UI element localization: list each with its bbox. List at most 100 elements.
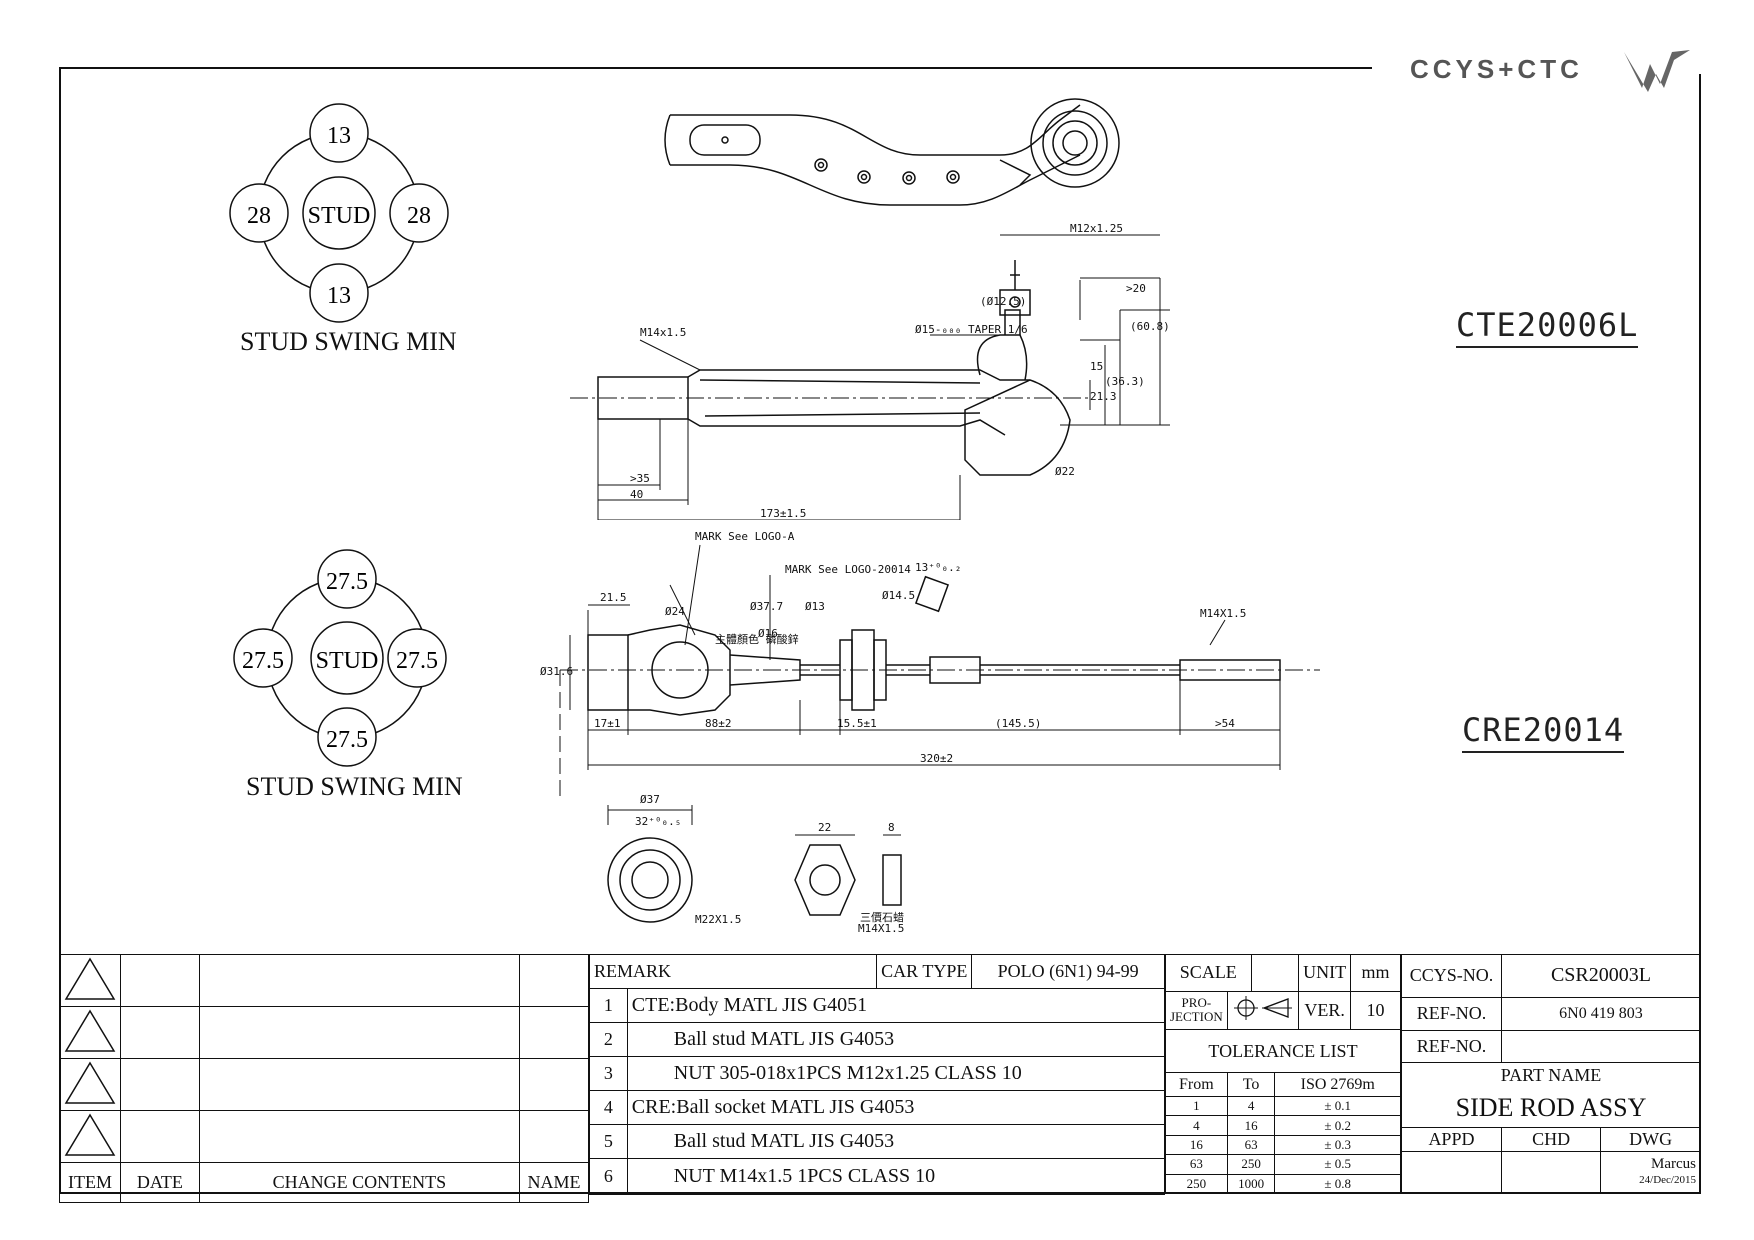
tol-value: ± 0.8 <box>1274 1173 1401 1195</box>
dim-320: 320±2 <box>920 752 953 765</box>
frame-gap <box>1372 60 1712 74</box>
dim-d37: Ø37 <box>640 793 660 806</box>
swing-center-label: STUD <box>308 203 371 229</box>
brand-mark-icon <box>1624 50 1690 92</box>
tol-to: 250 <box>1226 1154 1276 1175</box>
ref-no-label: REF-NO. <box>1401 996 1502 1032</box>
dim-32: 32⁺⁰₀.₅ <box>635 815 681 828</box>
appd-label: APPD <box>1401 1126 1502 1153</box>
revision-triangle <box>59 954 121 1007</box>
tol-to: 1000 <box>1226 1173 1276 1195</box>
tol-to: 16 <box>1226 1115 1276 1136</box>
tol-from: 250 <box>1165 1173 1228 1195</box>
swing-left-value: 27.5 <box>242 648 284 674</box>
dim-15-5: 15.5±1 <box>837 717 877 730</box>
remark-num: 4 <box>589 1090 628 1125</box>
mark-logo-a: MARK See LOGO-A <box>695 530 795 543</box>
stud-swing-label-upper: STUD SWING MIN <box>240 327 457 356</box>
dim-21-5: 21.5 <box>600 591 627 604</box>
swing-top-value: 27.5 <box>326 569 368 595</box>
dim-d14-5: Ø14.5 <box>882 589 915 602</box>
dwg-label: DWG <box>1600 1126 1701 1153</box>
remark-num: 5 <box>589 1124 628 1159</box>
drawer-name: Marcus <box>1651 1156 1696 1173</box>
tol-from: 4 <box>1165 1115 1228 1136</box>
projection-label: PRO- JECTION <box>1165 990 1228 1031</box>
remark-num: 2 <box>589 1022 628 1057</box>
dim-d22: Ø22 <box>1055 465 1075 478</box>
dim-taper: Ø15-₀₀₀ TAPER 1/6 <box>915 323 1028 336</box>
swing-bottom-value: 27.5 <box>326 727 368 753</box>
revision-triangle <box>59 1110 121 1163</box>
remark-text: NUT M14x1.5 1PCS CLASS 10 <box>626 1158 1166 1195</box>
car-type-label: CAR TYPE <box>876 954 973 989</box>
scale-label: SCALE <box>1165 954 1252 992</box>
chd-label: CHD <box>1500 1126 1602 1153</box>
col-name: NAME <box>519 1162 589 1203</box>
tol-value: ± 0.5 <box>1274 1154 1401 1175</box>
swing-center-label: STUD <box>316 648 379 674</box>
unit-value: mm <box>1350 954 1401 992</box>
note-coating-2: 三價石蜡 <box>860 910 904 924</box>
dim-21-3: 21.3 <box>1090 390 1117 403</box>
dim-22: 22 <box>818 821 831 834</box>
drawing-date: 24/Dec/2015 <box>1639 1174 1696 1187</box>
col-date: DATE <box>120 1162 200 1203</box>
ccys-no-value: CSR20003L <box>1500 954 1702 998</box>
unit-label: UNIT <box>1298 954 1352 992</box>
dim-m12: M12x1.25 <box>1070 222 1123 235</box>
dim-d13: Ø13 <box>805 600 825 613</box>
col-change-contents: CHANGE CONTENTS <box>198 1162 521 1203</box>
tol-to: 63 <box>1226 1134 1276 1156</box>
mark-logo-20014: MARK See LOGO-20014 <box>785 563 911 576</box>
revision-triangle <box>59 1058 121 1111</box>
ccys-no-label: CCYS-NO. <box>1401 954 1502 998</box>
remark-text: Ball stud MATL JIS G4053 <box>626 1022 1166 1057</box>
swing-left-value: 28 <box>247 203 271 229</box>
revision-triangle <box>59 1006 121 1059</box>
ref-no-2-label: REF-NO. <box>1401 1030 1502 1063</box>
remark-header: REMARK <box>588 954 878 989</box>
remark-text: CTE:Body MATL JIS G4051 <box>626 988 1166 1023</box>
dim-m14-thread: M14X1.5 <box>1200 607 1246 620</box>
part-code-upper: CTE20006L <box>1456 306 1639 348</box>
remark-num: 1 <box>589 988 628 1023</box>
swing-bottom-value: 13 <box>327 283 351 309</box>
brand-logo: CCYS+CTC <box>1410 54 1583 84</box>
dim-17: 17±1 <box>594 717 621 730</box>
tol-from: 1 <box>1165 1096 1228 1117</box>
dim-d37-7: Ø37.7 <box>750 600 783 613</box>
swing-right-value: 27.5 <box>396 648 438 674</box>
car-type-value: POLO (6N1) 94-99 <box>971 954 1165 989</box>
dim-60-8: (60.8) <box>1130 320 1170 333</box>
col-item: ITEM <box>59 1162 121 1203</box>
third-angle-projection-icon <box>1226 990 1300 1031</box>
remark-text: CRE:Ball socket MATL JIS G4053 <box>626 1090 1166 1125</box>
stud-swing-diagram-upper: 13 28 STUD 28 13 <box>229 103 449 323</box>
ref-no-value: 6N0 419 803 <box>1500 996 1702 1032</box>
dim-15: 15 <box>1090 360 1103 373</box>
tol-to-header: To <box>1226 1072 1276 1098</box>
tol-value: ± 0.1 <box>1274 1096 1401 1117</box>
swing-right-value: 28 <box>407 203 431 229</box>
swing-top-value: 13 <box>327 123 351 149</box>
dim-d24: Ø24 <box>665 605 685 618</box>
dim-8: 8 <box>888 821 895 834</box>
dim-m22: M22X1.5 <box>695 913 741 926</box>
dim-d31-6: Ø31.6 <box>540 665 573 678</box>
tol-to: 4 <box>1226 1096 1276 1117</box>
scale-tolerance-table: SCALE UNIT mm PRO- JECTION VER. 10 TOLER… <box>1165 954 1401 1195</box>
dim-35: >35 <box>630 472 650 485</box>
dim-36-3: (36.3) <box>1105 375 1145 388</box>
tol-from-header: From <box>1165 1072 1228 1098</box>
tie-rod-end-drawing: M12x1.25 (Ø12.5) Ø15-₀₀₀ TAPER 1/6 M14x1… <box>570 98 1170 520</box>
part-name-label: PART NAME <box>1401 1061 1701 1090</box>
remark-num: 3 <box>589 1056 628 1091</box>
dim-d16: Ø16 <box>758 627 778 640</box>
tol-value: ± 0.2 <box>1274 1115 1401 1136</box>
remark-text: NUT 305-018x1PCS M12x1.25 CLASS 10 <box>626 1056 1166 1091</box>
dim-m14: M14x1.5 <box>640 326 686 339</box>
part-name-value: SIDE ROD ASSY <box>1401 1089 1701 1128</box>
ver-label: VER. <box>1298 990 1352 1031</box>
